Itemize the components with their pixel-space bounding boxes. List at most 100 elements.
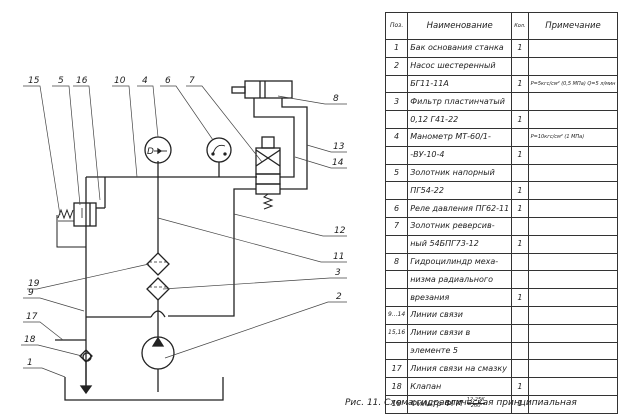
cell-pos: 18: [384, 377, 409, 396]
cell-qty: [511, 252, 529, 272]
cell-note: [527, 92, 618, 112]
cell-note: [527, 394, 618, 414]
cell-name: Золотник реверсив-: [407, 216, 513, 236]
cell-pos: 17: [384, 359, 409, 379]
cell-qty: 1: [511, 199, 529, 218]
cell-pos: 15,16: [384, 323, 409, 343]
table-row: 0,12 Г41-22 1: [384, 110, 618, 129]
cell-name: 0,12 Г41-22: [407, 110, 513, 129]
header-note: Примечание: [527, 12, 618, 40]
cell-name: Реле давления ПГ62-11: [407, 199, 513, 218]
cell-pos-text: 19: [391, 399, 402, 409]
cell-note: [527, 234, 618, 254]
cell-qty-text: 1: [517, 150, 523, 160]
cell-note-text: P=5кгс/см² (0,5 МПа) Q=5 л/мин: [530, 80, 616, 87]
cell-pos: [384, 74, 409, 94]
cell-qty: 1: [511, 74, 529, 94]
callout-13: 13: [333, 142, 345, 152]
callout-8: 8: [333, 94, 339, 104]
cell-note: [527, 323, 618, 343]
cell-name-text: Манометр МТ-60/1-: [410, 132, 491, 142]
cell-name: Насос шестеренный: [407, 56, 513, 76]
cell-qty: [511, 216, 529, 236]
cell-name: -ВУ-10-4: [407, 145, 513, 165]
cell-qty: 1: [511, 145, 529, 165]
table-header-row: Поз. Наименование Кол. Примечание: [384, 12, 618, 40]
table-row: 3 Фильтр пластинчатый: [384, 92, 618, 112]
cell-pos: [384, 234, 409, 254]
filter-19: [146, 252, 170, 276]
cell-qty-text: 1: [517, 185, 523, 195]
cell-pos: [384, 181, 409, 201]
cell-name-text: Гидроцилиндр меха-: [410, 256, 499, 266]
table-row: -ВУ-10-4 1: [384, 145, 618, 165]
cell-qty-text: 1: [517, 114, 523, 124]
cell-note: [527, 252, 618, 272]
callout-12: 12: [334, 226, 346, 236]
cell-name: Золотник напорный: [407, 163, 513, 183]
cell-name: врезания: [407, 288, 513, 307]
cell-pos-text: 9...14: [388, 311, 406, 319]
cell-qty: [511, 323, 529, 343]
fraction-numerator: 12-25К: [466, 397, 485, 405]
cell-pos-text: 3: [394, 96, 400, 106]
cell-qty: 1: [511, 377, 529, 396]
cell-note-text: P=10кгс/см² (1 МПа): [530, 134, 585, 141]
cell-pos-text: 17: [391, 363, 402, 373]
cell-pos: 7: [384, 216, 409, 236]
cell-name-text: Золотник реверсив-: [410, 221, 495, 231]
cell-name: Клапан: [407, 377, 513, 396]
cell-qty: [511, 305, 529, 325]
cell-qty-text: 1: [517, 78, 523, 88]
cell-qty: 1: [511, 181, 529, 201]
cell-note: [527, 163, 618, 183]
cell-note: [527, 216, 618, 236]
cell-qty: [511, 56, 529, 76]
cell-pos-text: 8: [394, 256, 400, 266]
table-row: ПГ54-22 1: [384, 181, 618, 201]
cell-name-text: -ВУ-10-4: [410, 150, 445, 160]
header-pos: Поз.: [384, 12, 409, 40]
cell-pos: [384, 270, 409, 290]
callout-15: 15: [28, 76, 40, 86]
table-row: низма радиального: [384, 270, 618, 290]
figure-caption: Рис. 11. Схема гидравлическая принципиал…: [345, 398, 577, 408]
cell-note: [527, 199, 618, 218]
callout-9: 9: [28, 288, 34, 298]
cell-pos-text: 1: [394, 43, 400, 53]
cell-pos: 4: [384, 127, 409, 147]
cell-pos-text: 4: [394, 132, 400, 142]
cell-note: P=10кгс/см² (1 МПа): [527, 127, 618, 147]
cell-name-text: Фильтр пластинчатый: [410, 96, 505, 106]
callout-11: 11: [333, 252, 344, 262]
hydraulic-cylinder-8: [231, 80, 293, 99]
callout-2: 2: [336, 292, 342, 302]
cell-name-text: врезания: [410, 292, 450, 302]
cell-qty-text: 1: [517, 399, 523, 409]
cell-qty: [511, 359, 529, 379]
cell-pos-text: 6: [394, 203, 400, 213]
cell-note: [527, 359, 618, 379]
callout-17: 17: [26, 312, 38, 322]
cell-note: [527, 145, 618, 165]
cell-name-text: 0,12 Г41-22: [410, 114, 459, 124]
hydraulic-schematic: D: [21, 76, 347, 401]
cell-qty-text: 1: [517, 292, 523, 302]
callout-4: 4: [142, 76, 148, 86]
cell-qty-text: 1: [517, 239, 523, 249]
cell-name: элементе 5: [407, 341, 513, 361]
cell-qty: [511, 127, 529, 147]
cell-name-text: ПГ54-22: [410, 185, 444, 195]
tank-1: [64, 377, 224, 401]
cell-name: Линии связи: [407, 305, 513, 325]
cell-name-text: Насос шестеренный: [410, 61, 496, 71]
cell-note: [527, 39, 618, 58]
